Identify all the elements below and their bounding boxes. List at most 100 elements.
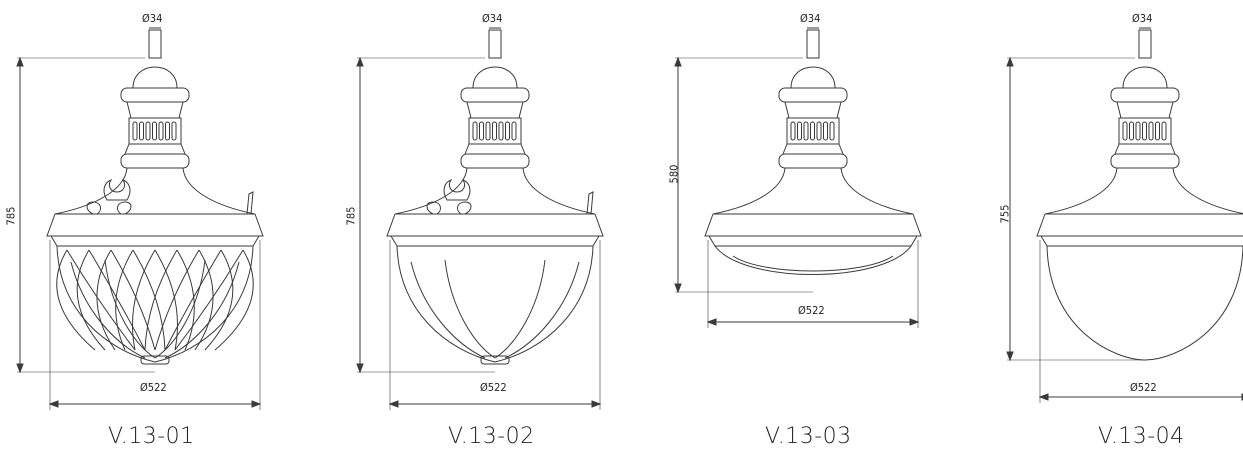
bowl-finial bbox=[140, 355, 170, 365]
height-arrow-top bbox=[356, 56, 364, 67]
lattice-wire bbox=[154, 249, 178, 351]
collar-taper-left bbox=[782, 143, 788, 155]
height-arrow-top bbox=[674, 56, 682, 67]
bowl-finial bbox=[480, 355, 510, 365]
glass-bowl bbox=[396, 245, 594, 363]
collar-ring bbox=[1110, 153, 1180, 169]
flute bbox=[472, 121, 478, 141]
flute bbox=[1148, 121, 1154, 141]
finial-dome bbox=[472, 66, 518, 89]
collar-ring bbox=[120, 153, 190, 169]
lattice-wire bbox=[154, 249, 200, 351]
lattice-wire bbox=[110, 249, 156, 351]
canopy-bell bbox=[394, 167, 596, 215]
flute bbox=[498, 121, 504, 141]
diameter-label: Ø522 bbox=[480, 381, 507, 394]
stem-outline bbox=[148, 29, 162, 59]
diameter-label: Ø522 bbox=[140, 381, 167, 394]
model-name: V.13-01 bbox=[108, 424, 195, 449]
height-arrow-bottom bbox=[674, 283, 682, 294]
height-label: 755 bbox=[998, 204, 1012, 224]
collar-ring bbox=[460, 153, 530, 169]
lamp-drawing-v13-04: Ø34 755 Ø522 V.13-04 bbox=[990, 0, 1243, 452]
glass-bowl bbox=[56, 245, 254, 363]
width-arrow-right bbox=[909, 318, 920, 326]
fleur-scroll bbox=[86, 201, 132, 215]
width-arrow-left bbox=[388, 400, 399, 408]
height-arrow-bottom bbox=[1006, 351, 1014, 362]
lamp-svg bbox=[16, 27, 264, 410]
canopy-brim bbox=[386, 213, 604, 237]
stem-diameter-label: Ø34 bbox=[1132, 12, 1153, 25]
brim-lower bbox=[1040, 235, 1243, 247]
lamp-svg bbox=[1006, 27, 1243, 403]
collar-taper-right bbox=[838, 143, 844, 155]
finial-ring bbox=[460, 87, 530, 103]
fleur-ornament bbox=[103, 179, 131, 201]
fleur-scroll bbox=[426, 201, 472, 215]
canopy-brim bbox=[46, 213, 264, 237]
flute bbox=[1155, 121, 1160, 141]
stem-diameter-label: Ø34 bbox=[482, 12, 503, 25]
lattice-wire bbox=[194, 249, 214, 351]
lattice-wire bbox=[76, 249, 106, 351]
collar-taper-left bbox=[124, 143, 130, 155]
stem-diameter-label: Ø34 bbox=[142, 12, 163, 25]
side-hook bbox=[586, 191, 594, 215]
dome-diffuser bbox=[1046, 245, 1243, 361]
stem-outline bbox=[1138, 29, 1152, 59]
height-label: 785 bbox=[344, 206, 358, 226]
fluted-collar bbox=[1118, 117, 1172, 145]
height-arrow-bottom bbox=[356, 363, 364, 374]
neck-upper bbox=[466, 101, 524, 119]
height-arrow-top bbox=[16, 56, 24, 67]
model-name: V.13-04 bbox=[1098, 424, 1185, 449]
flute bbox=[803, 121, 809, 141]
lattice-wire bbox=[96, 249, 116, 351]
lattice-wire bbox=[66, 249, 136, 351]
bowl-rib-mid-left bbox=[104, 259, 156, 359]
flute bbox=[171, 121, 177, 141]
flute bbox=[1161, 121, 1167, 141]
canopy-brim bbox=[1036, 213, 1243, 237]
collar-taper-left bbox=[464, 143, 470, 155]
flute bbox=[165, 121, 170, 141]
collar-taper-right bbox=[180, 143, 186, 155]
neck-upper bbox=[1116, 101, 1174, 119]
lattice-wire bbox=[88, 249, 146, 351]
height-arrow-top bbox=[1006, 56, 1014, 67]
diameter-label: Ø522 bbox=[798, 304, 825, 317]
height-label: 580 bbox=[667, 164, 681, 184]
width-arrow-left bbox=[706, 318, 717, 326]
flute bbox=[139, 121, 144, 141]
lattice-wire bbox=[115, 249, 134, 351]
diameter-label: Ø522 bbox=[1130, 381, 1157, 394]
flute bbox=[1142, 121, 1147, 141]
width-arrow-left bbox=[48, 400, 59, 408]
lattice-wire bbox=[176, 249, 195, 351]
fleur-ornament bbox=[443, 179, 471, 201]
flute bbox=[823, 121, 828, 141]
lattice-wire bbox=[214, 249, 254, 351]
stem-outline bbox=[488, 29, 502, 59]
flat-diffuser bbox=[714, 245, 912, 275]
canopy-bell bbox=[1044, 167, 1243, 215]
lamp-svg bbox=[356, 27, 604, 410]
bowl-rib-mid-right bbox=[494, 259, 546, 359]
flute bbox=[505, 121, 510, 141]
flute bbox=[132, 121, 138, 141]
height-label: 785 bbox=[4, 206, 18, 226]
lamp-drawing-v13-02: Ø34 785 Ø522 V.13-02 bbox=[340, 0, 640, 452]
flute bbox=[485, 121, 491, 141]
finial-dome bbox=[1122, 66, 1168, 89]
lamp-drawing-v13-01: Ø34 785 Ø522 V.13-01 bbox=[0, 0, 300, 452]
finial-ring bbox=[120, 87, 190, 103]
lattice-wire bbox=[204, 249, 234, 351]
width-arrow-left bbox=[1038, 393, 1049, 401]
finial-dome bbox=[790, 66, 836, 89]
neck-upper bbox=[784, 101, 842, 119]
stem-diameter-label: Ø34 bbox=[800, 12, 821, 25]
stem-outline bbox=[806, 29, 820, 59]
flute bbox=[1135, 121, 1141, 141]
brim-lower bbox=[390, 235, 600, 247]
